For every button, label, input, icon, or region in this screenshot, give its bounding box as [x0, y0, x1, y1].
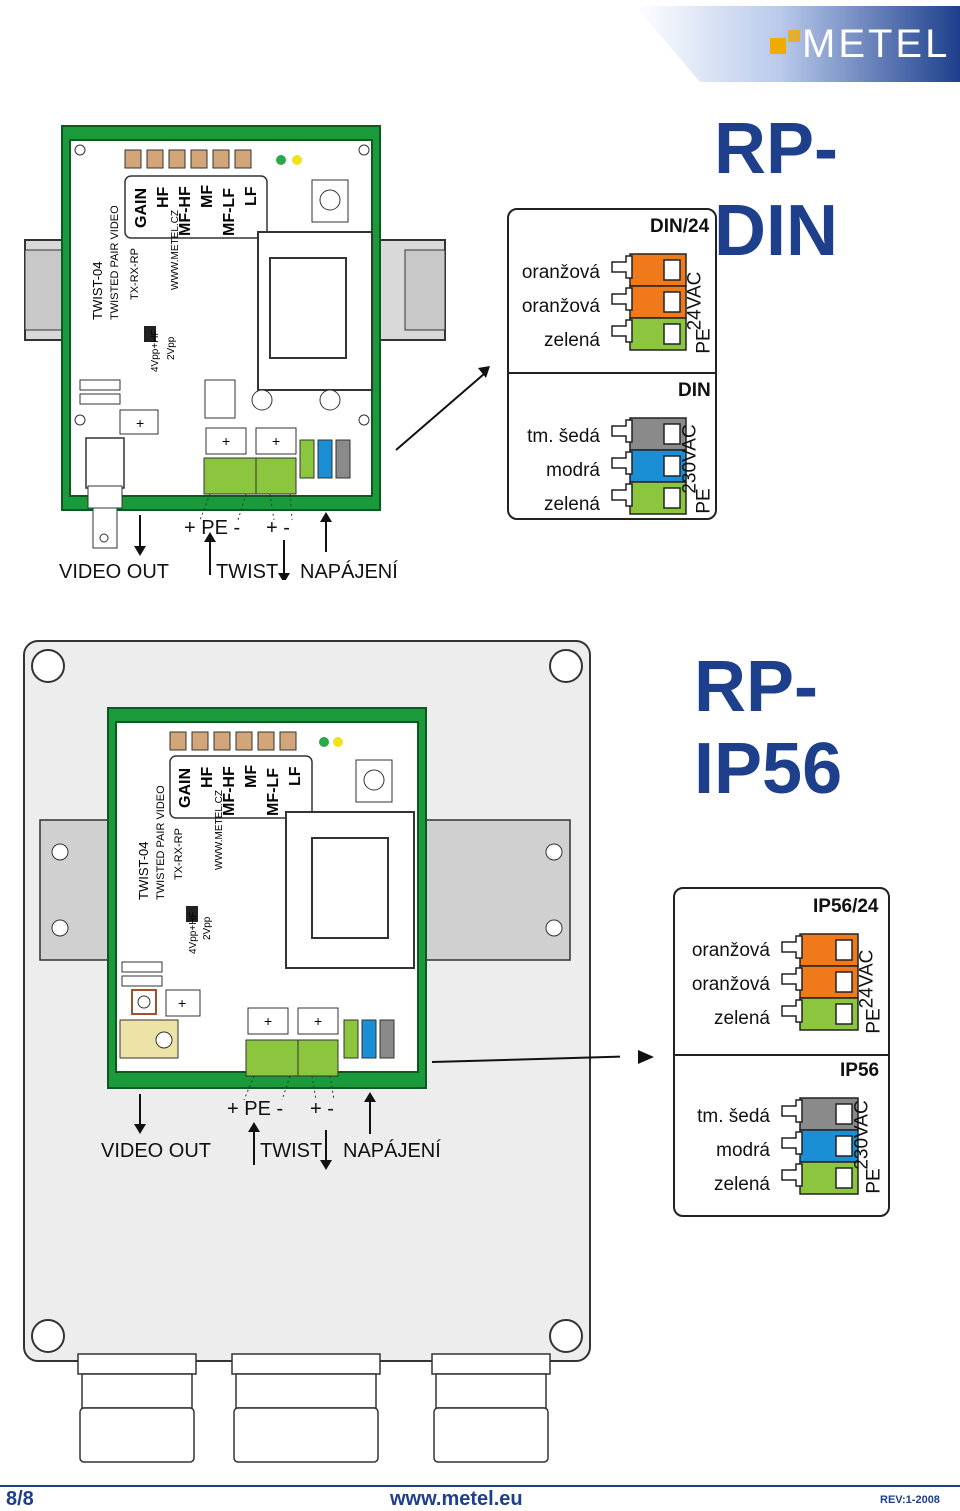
svg-text:HF: HF — [155, 186, 172, 208]
svg-text:+: + — [222, 433, 230, 449]
brand-logo-text: METEL — [802, 22, 951, 66]
svg-text:+: + — [272, 433, 280, 449]
ip56-230-wire-1: tm. šedá — [697, 1106, 770, 1127]
ip56-24-wire-2: oranžová — [691, 974, 770, 995]
footer-revision: REV:1-2008 — [880, 1494, 940, 1506]
ip56-label-twist: TWIST — [260, 1140, 323, 1162]
ip56-enclosure-drawing: + + + TWIST-04 TWISTED PAIR VIDEO TX-RX-… — [23, 640, 620, 1463]
svg-text:4Vpp+HF: 4Vpp+HF — [150, 329, 161, 372]
din24-wire-1: oranžová — [521, 262, 600, 283]
svg-text:2Vpp: 2Vpp — [166, 336, 177, 360]
ip56-230-side-pe: PE — [863, 1168, 885, 1194]
ip56-24-wire-3: zelená — [714, 1008, 770, 1029]
ip56-24-side-voltage: 24VAC — [856, 949, 878, 1009]
svg-text:TX-RX-RP: TX-RX-RP — [173, 828, 185, 880]
din230-wire-3: zelená — [544, 494, 600, 515]
svg-text:TWIST-04: TWIST-04 — [136, 841, 151, 900]
ip56-label-plus-minus: + - — [310, 1098, 334, 1120]
din230-side-voltage: 230VAC — [679, 424, 701, 494]
top-label-twist: TWIST — [216, 561, 279, 583]
din230-heading: DIN — [678, 380, 711, 401]
din-wiring-box — [507, 208, 717, 520]
title-rp-ip56: RP-IP56 — [694, 647, 843, 809]
din24-terminal-block — [611, 253, 687, 351]
svg-text:4Vpp+HF: 4Vpp+HF — [188, 911, 199, 954]
ip56-230-wire-3: zelená — [714, 1174, 770, 1195]
svg-text:2Vpp: 2Vpp — [202, 916, 213, 940]
svg-text:+: + — [136, 415, 144, 431]
svg-text:MF-HF: MF-HF — [177, 186, 194, 236]
din24-heading: DIN/24 — [650, 216, 710, 237]
ip56-230-wire-2: modrá — [716, 1140, 770, 1161]
led-green-icon — [276, 155, 286, 165]
led-yellow-icon — [292, 155, 302, 165]
trimmer-row — [124, 149, 252, 169]
board-label: TWIST-04 — [90, 261, 105, 320]
svg-text:HF: HF — [199, 766, 216, 788]
ip56-230-heading: IP56 — [840, 1060, 880, 1081]
svg-text:LF: LF — [243, 186, 260, 206]
din24-side-voltage: 24VAC — [684, 271, 706, 331]
svg-text:MF-LF: MF-LF — [265, 768, 282, 816]
footer-page-number: 8/8 — [6, 1488, 34, 1510]
svg-text:TWISTED PAIR VIDEO: TWISTED PAIR VIDEO — [109, 205, 121, 320]
top-label-pe: + PE - — [184, 517, 241, 539]
din230-terminal-block — [611, 417, 687, 515]
metel-logo-icon — [770, 30, 800, 54]
ip56-arrowhead-icon — [638, 1050, 654, 1064]
ip56-24-terminal-block — [781, 933, 859, 1031]
svg-text:TWISTED PAIR VIDEO: TWISTED PAIR VIDEO — [155, 785, 167, 900]
ip56-wiring-box — [673, 887, 890, 1217]
svg-text:GAIN: GAIN — [177, 768, 194, 808]
footer-url[interactable]: www.metel.eu — [390, 1488, 523, 1510]
ip56-label-video-out: VIDEO OUT — [101, 1140, 212, 1162]
ip56-led-green-icon — [319, 737, 329, 747]
svg-text:WWW.METEL.CZ: WWW.METEL.CZ — [170, 210, 181, 290]
ip56-led-yellow-icon — [333, 737, 343, 747]
svg-text:MF-HF: MF-HF — [221, 766, 238, 816]
din24-side-pe: PE — [693, 328, 715, 354]
ip56-24-side-pe: PE — [863, 1008, 885, 1034]
top-label-napajeni: NAPÁJENÍ — [300, 561, 398, 583]
ip56-230-side-voltage: 230VAC — [851, 1100, 873, 1170]
ip56-24-wire-1: oranžová — [691, 940, 770, 961]
svg-text:GAIN: GAIN — [133, 188, 150, 228]
ip56-24-heading: IP56/24 — [813, 896, 879, 917]
svg-text:LF: LF — [287, 766, 304, 786]
title-rp-din: RP-DIN — [714, 109, 838, 271]
din24-wire-3: zelená — [544, 330, 600, 351]
svg-text:+: + — [314, 1013, 322, 1029]
ip56-trimmer-row — [169, 731, 297, 751]
svg-text:MF-LF: MF-LF — [221, 188, 238, 236]
ip56-label-pe: + PE - — [227, 1098, 284, 1120]
ip56-label-napajeni: NAPÁJENÍ — [343, 1140, 441, 1162]
svg-text:+: + — [178, 995, 186, 1011]
top-label-video-out: VIDEO OUT — [59, 561, 170, 583]
din24-wire-2: oranžová — [521, 296, 600, 317]
din230-wire-2: modrá — [546, 460, 600, 481]
din230-side-pe: PE — [693, 488, 715, 514]
svg-text:MF: MF — [199, 185, 216, 208]
footer-rule — [0, 1485, 960, 1487]
header-logo-band — [635, 6, 960, 82]
svg-text:WWW.METEL.CZ: WWW.METEL.CZ — [214, 790, 225, 870]
svg-text:TX-RX-RP: TX-RX-RP — [129, 248, 141, 300]
din-module-drawing: + + + TWIST-04 TWISTED PAIR VIDEO TX-RX-… — [24, 125, 490, 580]
svg-text:MF: MF — [243, 765, 260, 788]
svg-text:+: + — [264, 1013, 272, 1029]
ip56-230-terminal-block — [781, 1097, 859, 1195]
top-label-plus-minus: + - — [266, 517, 290, 539]
din230-wire-1: tm. šedá — [527, 426, 600, 447]
